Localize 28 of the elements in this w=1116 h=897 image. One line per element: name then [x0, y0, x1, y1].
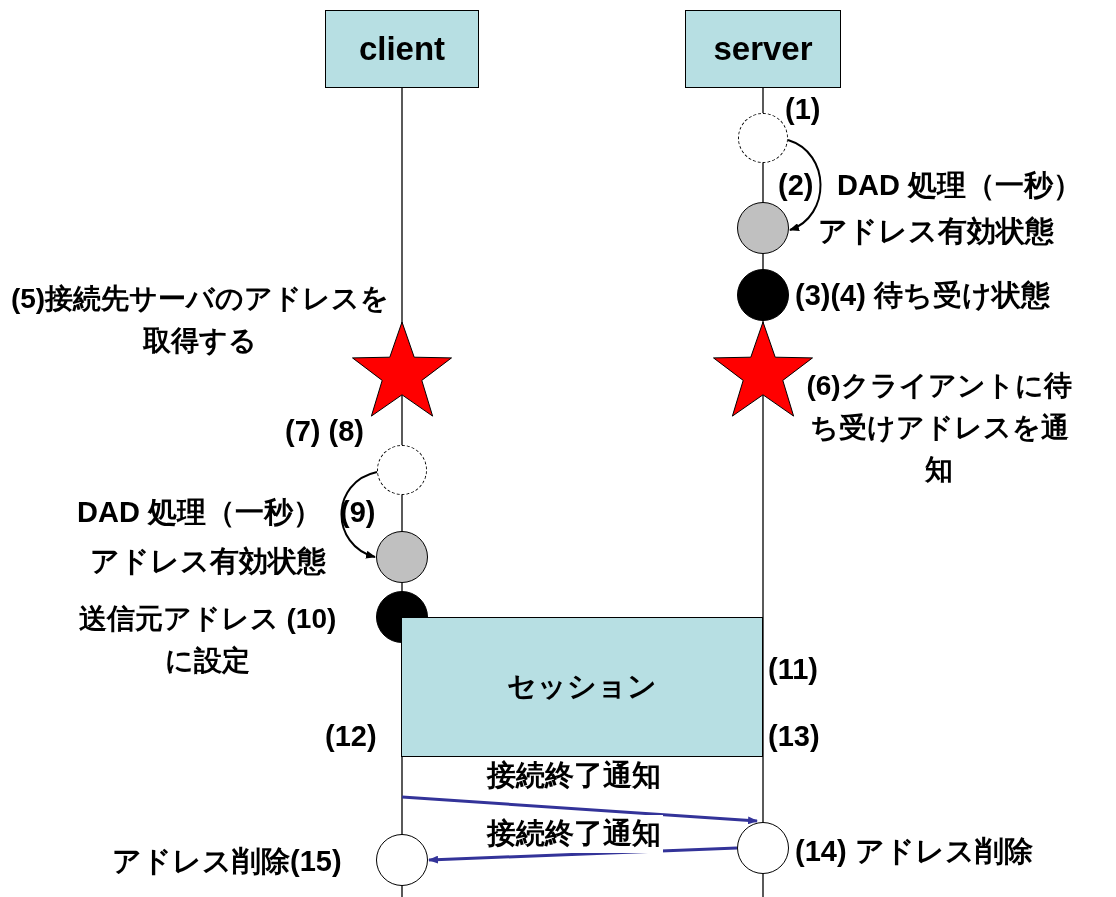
participant-box: client [325, 10, 479, 88]
node-caption: (1) [785, 92, 822, 127]
node-caption: (7) (8) [285, 414, 365, 449]
step-number: (9) [340, 495, 376, 530]
node-caption: アドレス削除(15) [112, 844, 343, 879]
arrow [340, 471, 378, 558]
node-caption: (6)クライアントに待ち受けアドレスを通知 [805, 369, 1073, 487]
arrow [401, 795, 758, 825]
state-circle [737, 822, 789, 874]
node-caption: (3)(4) 待ち受け状態 [795, 278, 1051, 313]
session-box: セッション [401, 617, 763, 757]
step-number: (2) [778, 168, 814, 203]
participant-box: server [685, 10, 841, 88]
node-caption: (5)接続先サーバのアドレスを取得する [9, 282, 391, 358]
node-caption: (11) [768, 652, 819, 687]
state-circle [737, 269, 789, 321]
node-caption: (13) [768, 719, 821, 754]
node-caption: アドレス有効状態 [818, 214, 1055, 249]
state-circle [376, 834, 428, 886]
node-caption: (12) [325, 719, 378, 754]
node-caption: アドレス有効状態 [90, 544, 327, 579]
arrow [428, 846, 738, 864]
state-circle [737, 202, 789, 254]
state-circle [376, 531, 428, 583]
edge-label: 接続終了通知 [485, 815, 663, 853]
node-caption: 送信元アドレス (10)に設定 [77, 602, 338, 678]
arrow [787, 139, 822, 231]
node-caption: (14) アドレス削除 [795, 834, 1034, 869]
